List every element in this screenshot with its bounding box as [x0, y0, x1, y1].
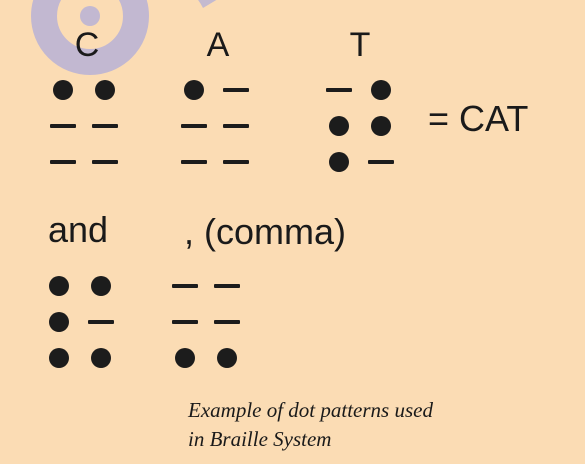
- braille-blank-dash: [92, 124, 118, 128]
- braille-dot: [49, 276, 69, 296]
- letter-a: A: [206, 26, 230, 64]
- braille-dot: [217, 348, 237, 368]
- braille-dot: [91, 348, 111, 368]
- caption-line-1: Example of dot patterns used: [188, 398, 433, 422]
- braille-dot: [49, 312, 69, 332]
- letter-t: T: [349, 26, 371, 64]
- braille-dot: [91, 276, 111, 296]
- braille-dot: [49, 348, 69, 368]
- braille-blank-dash: [172, 320, 198, 324]
- braille-blank-dash: [92, 160, 118, 164]
- braille-blank-dash: [214, 284, 240, 288]
- braille-blank-dash: [172, 284, 198, 288]
- braille-blank-dash: [214, 320, 240, 324]
- braille-cell-c: [50, 80, 122, 190]
- braille-dot: [371, 116, 391, 136]
- braille-blank-dash: [181, 160, 207, 164]
- braille-blank-dash: [50, 160, 76, 164]
- braille-cell-t: [326, 80, 398, 190]
- braille-cell-and: [48, 276, 118, 386]
- braille-blank-dash: [181, 124, 207, 128]
- braille-blank-dash: [50, 124, 76, 128]
- braille-dot: [371, 80, 391, 100]
- braille-dot: [184, 80, 204, 100]
- braille-blank-dash: [368, 160, 394, 164]
- equals-cat-label: = CAT: [428, 98, 529, 139]
- braille-blank-dash: [326, 88, 352, 92]
- braille-dot: [175, 348, 195, 368]
- caption-line-2: in Braille System: [188, 427, 332, 451]
- braille-blank-dash: [223, 88, 249, 92]
- braille-dot: [95, 80, 115, 100]
- braille-blank-dash: [223, 160, 249, 164]
- braille-cell-comma: [172, 276, 244, 386]
- watermark-logo-icon: [31, 0, 217, 75]
- word-and-label: and: [48, 209, 109, 250]
- braille-blank-dash: [88, 320, 114, 324]
- braille-cell-a: [181, 80, 253, 190]
- braille-dot: [329, 116, 349, 136]
- letter-c: C: [74, 26, 100, 64]
- braille-blank-dash: [223, 124, 249, 128]
- braille-dot: [329, 152, 349, 172]
- comma-label: , (comma): [184, 211, 346, 252]
- figure-caption: Example of dot patterns used in Braille …: [188, 396, 433, 454]
- braille-dot: [53, 80, 73, 100]
